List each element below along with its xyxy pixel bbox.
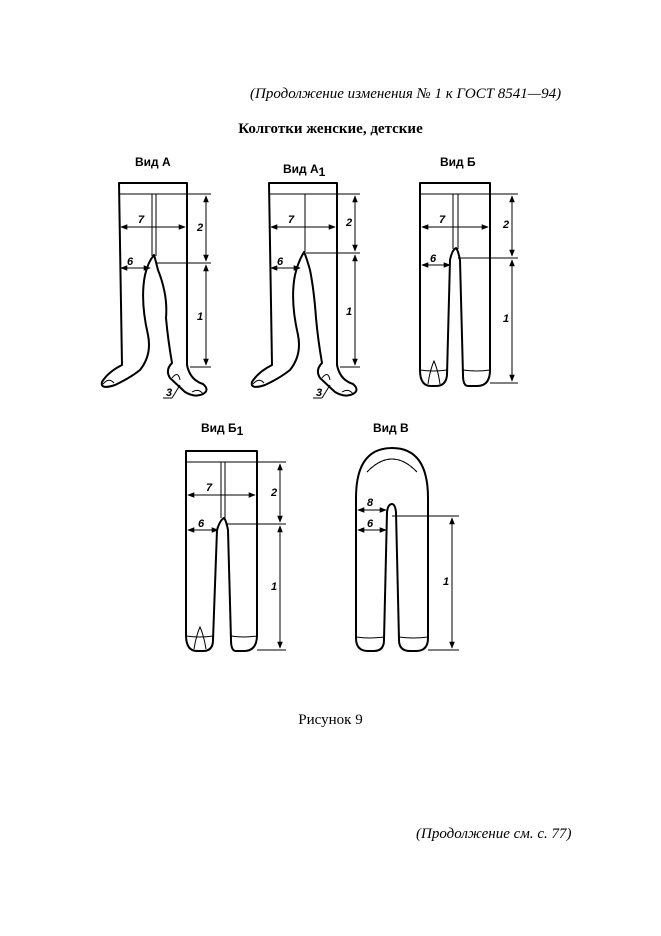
- dim-1-b1: 1: [271, 581, 277, 593]
- view-v: Вид В 8 6 1: [355, 421, 459, 652]
- dim-6-b1: 6: [198, 518, 205, 530]
- view-b: Вид Б 7 6 2 1: [419, 155, 518, 387]
- view-b1: Вид Б1 7 6 2 1: [185, 421, 286, 652]
- dim-2-b1: 2: [270, 487, 277, 499]
- document-title: Колготки женские, детские: [238, 121, 423, 137]
- dim-8-v: 8: [367, 497, 374, 509]
- dim-7-a: 7: [138, 214, 145, 226]
- view-a1: Вид А1 7 6 2 1 3: [250, 162, 360, 399]
- view-a1-label: Вид А: [283, 162, 319, 176]
- view-b1-subscript: 1: [237, 424, 244, 438]
- dim-7-b: 7: [439, 214, 446, 226]
- dim-3-a: 3: [166, 387, 172, 399]
- dim-1-v: 1: [443, 576, 449, 588]
- svg-text:Вид Б1: Вид Б1: [201, 421, 244, 438]
- view-a1-subscript: 1: [319, 165, 326, 179]
- dim-6-v: 6: [367, 518, 374, 530]
- dim-6-a1: 6: [277, 256, 284, 268]
- continuation-footer: (Продолжение см. с. 77): [416, 826, 572, 842]
- dim-6-b: 6: [430, 253, 437, 265]
- dim-1-a1: 1: [346, 306, 352, 318]
- dim-3-a1: 3: [316, 387, 322, 399]
- dim-1-a: 1: [197, 311, 203, 323]
- svg-text:Вид А1: Вид А1: [283, 162, 326, 179]
- dim-6-a: 6: [127, 256, 134, 268]
- dim-2-a: 2: [196, 222, 203, 234]
- view-a: Вид А 7 6 2 1 3: [100, 155, 211, 399]
- dim-2-a1: 2: [345, 217, 352, 229]
- dim-7-b1: 7: [206, 482, 213, 494]
- view-b1-label: Вид Б: [201, 421, 237, 435]
- continuation-header: (Продолжение изменения № 1 к ГОСТ 8541—9…: [250, 86, 562, 102]
- view-v-label: Вид В: [373, 421, 409, 435]
- dim-1-b: 1: [503, 313, 509, 325]
- dim-2-b: 2: [502, 219, 509, 231]
- view-b-label: Вид Б: [440, 155, 476, 169]
- view-a-label: Вид А: [135, 155, 171, 169]
- dim-7-a1: 7: [288, 214, 295, 226]
- tights-figure: Вид А 7 6 2 1 3 Вид А1 7 6: [100, 155, 518, 652]
- figure-caption: Рисунок 9: [298, 712, 363, 728]
